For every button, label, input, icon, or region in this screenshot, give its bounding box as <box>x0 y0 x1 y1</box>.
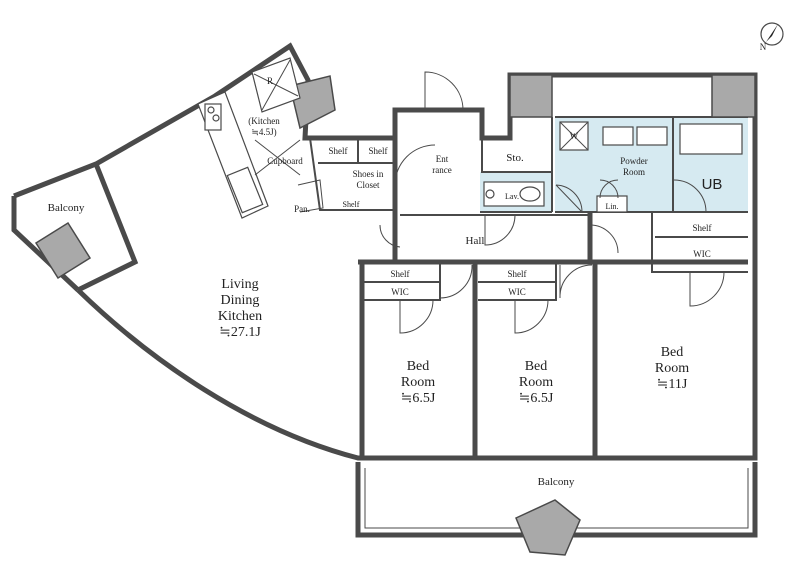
bed3-label-3: ≒11J <box>657 377 688 392</box>
powder-room-label-1: Powder <box>620 156 648 166</box>
bed2-label-3: ≒6.5J <box>519 391 554 406</box>
bed1-label-1: Bed <box>407 359 430 374</box>
bed1-label-2: Room <box>401 375 435 390</box>
compass-icon: N <box>760 22 784 52</box>
bed3-shelf-label: Shelf <box>693 223 712 233</box>
shoes-closet-label-2: Closet <box>356 180 380 190</box>
kitchen-label-2: ≒4.5J) <box>251 127 276 137</box>
unit-bath-label: UB <box>702 176 723 193</box>
bed2-label-2: Room <box>519 375 553 390</box>
refrigerator-label: R <box>267 76 273 86</box>
linen-label: Lin. <box>605 202 618 211</box>
bath-fixtures <box>483 121 743 213</box>
bed2-label-1: Bed <box>525 359 548 374</box>
bed1-label-3: ≒6.5J <box>401 391 436 406</box>
exterior-walls <box>11 42 758 461</box>
interior-walls <box>309 110 748 458</box>
entrance-label-1: Ent <box>436 154 449 164</box>
kitchen-fixtures <box>197 57 324 219</box>
cupboard-label: Cupboard <box>267 156 303 166</box>
shelf-small-label: Shelf <box>343 200 360 209</box>
bed2-shelf-label: Shelf <box>508 269 527 279</box>
hall-label: Hall <box>466 235 485 247</box>
storage-label: Sto. <box>506 152 524 164</box>
living-label-2: Dining <box>221 293 260 308</box>
bed3-wic-label: WIC <box>693 249 711 259</box>
entrance-label-2: rance <box>432 165 451 175</box>
lavatory-label: Lav. <box>505 192 519 201</box>
bed1-wic-label: WIC <box>391 287 409 297</box>
bed3-label-1: Bed <box>661 345 684 360</box>
balcony-bottom-label: Balcony <box>538 476 575 488</box>
kitchen-label-1: (Kitchen <box>248 116 280 126</box>
pantry-label: Pan. <box>294 204 310 214</box>
bed1-shelf-label: Shelf <box>391 269 410 279</box>
shoes-closet-label-1: Shoes in <box>353 169 384 179</box>
bed3-label-2: Room <box>655 361 689 376</box>
powder-room-label-2: Room <box>623 167 645 177</box>
door-swings <box>379 71 725 334</box>
living-label-3: Kitchen <box>218 309 262 324</box>
living-label-4: ≒27.1J <box>219 325 261 340</box>
shelf-b-label: Shelf <box>369 146 388 156</box>
washer-label: W <box>570 131 579 141</box>
structural-columns <box>34 74 756 556</box>
compass-north-label: N <box>760 42 767 52</box>
shelf-a-label: Shelf <box>329 146 348 156</box>
bed2-wic-label: WIC <box>508 287 526 297</box>
room-labels: Balcony Living Dining Kitchen ≒27.1J (Ki… <box>48 76 723 488</box>
living-label-1: Living <box>221 277 258 292</box>
balcony-left-label: Balcony <box>48 202 85 214</box>
